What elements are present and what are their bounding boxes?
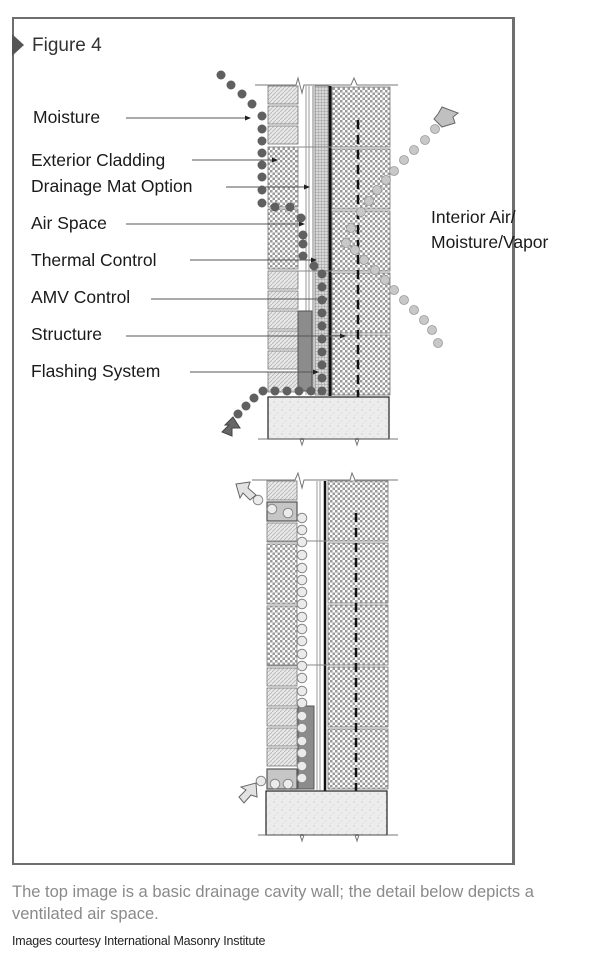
- structure-cmu-2: [327, 480, 389, 790]
- image-credit: Images courtesy International Masonry In…: [12, 934, 266, 948]
- label-moisture: Moisture: [33, 107, 101, 127]
- leader-lines: [126, 117, 343, 373]
- label-drainage-mat-option: Drainage Mat Option: [31, 176, 193, 196]
- label-flashing-system: Flashing System: [31, 361, 161, 381]
- ventilation-inflow-arrow-icon: [238, 782, 258, 804]
- interior-label-line2: Moisture/Vapor: [431, 232, 549, 252]
- label-structure: Structure: [31, 324, 102, 344]
- figure-caption: The top image is a basic drainage cavity…: [12, 883, 534, 923]
- flashing-block: [297, 310, 313, 392]
- label-exterior-cladding: Exterior Cladding: [31, 150, 166, 170]
- label-amv-control: AMV Control: [31, 287, 131, 307]
- ventilation-path-dots: [252, 494, 308, 790]
- structure-cmu: [331, 86, 391, 396]
- interior-label-line1: Interior Air/: [431, 207, 516, 227]
- top-wall-section: [126, 70, 459, 447]
- figure-frame: [12, 17, 515, 865]
- figure-title: Figure 4: [32, 35, 102, 56]
- break-line-top-2: [252, 471, 398, 490]
- break-line-bottom: [258, 438, 398, 447]
- bottom-wall-section: [235, 471, 398, 843]
- break-line-top: [255, 76, 398, 95]
- foundation-2: [265, 790, 388, 836]
- drainage-outflow-arrow-icon: [221, 416, 241, 437]
- exterior-cladding-bricks-2: [266, 480, 298, 790]
- ventilation-outflow-arrow-icon: [235, 481, 257, 501]
- foundation: [267, 396, 390, 440]
- label-air-space: Air Space: [31, 213, 107, 233]
- moisture-path-dots: [216, 70, 327, 419]
- interior-air-label: Interior Air/ Moisture/Vapor: [431, 205, 548, 255]
- vapor-path-dots: [341, 124, 443, 348]
- label-thermal-control: Thermal Control: [31, 250, 157, 270]
- exterior-cladding-bricks: [267, 85, 299, 393]
- vapor-outflow-arrow-icon: [433, 106, 459, 128]
- figure-marker-icon: [12, 34, 24, 56]
